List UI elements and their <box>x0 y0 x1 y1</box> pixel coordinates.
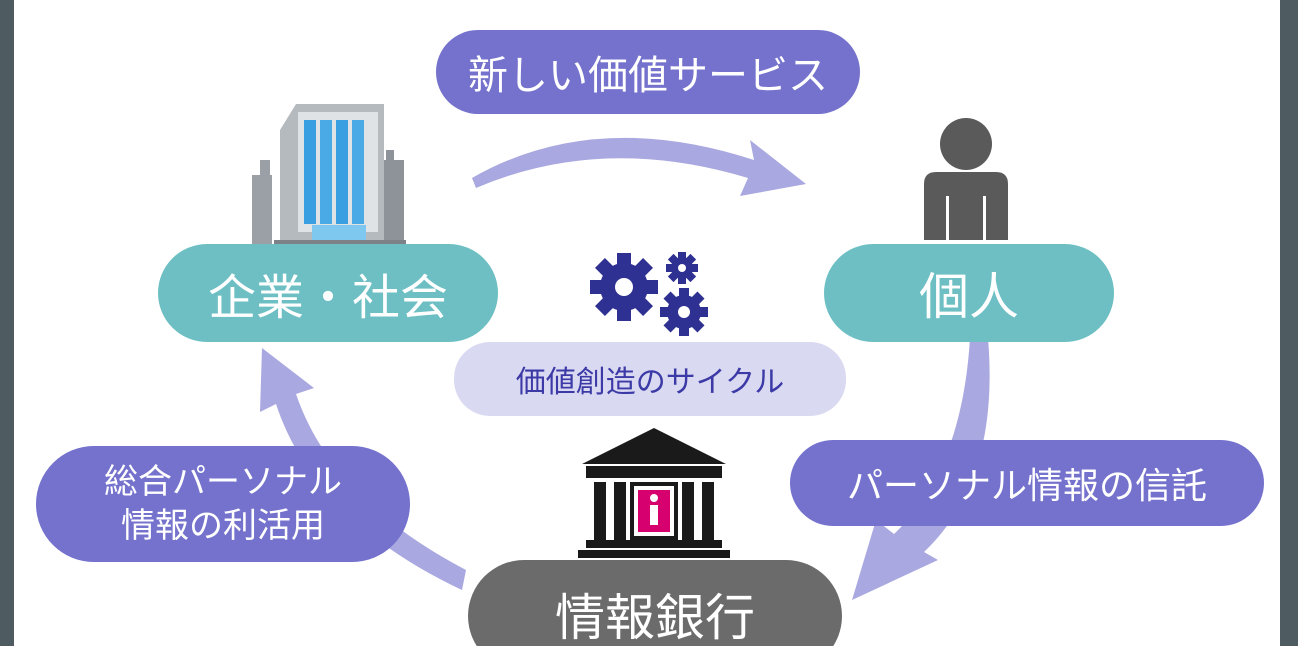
personal-info-utilization-label: 総合パーソナル 情報の利活用 <box>36 446 410 562</box>
utilization-line1: 総合パーソナル <box>104 462 342 502</box>
new-value-service-label: 新しい価値サービス <box>436 30 860 114</box>
individual-node: 個人 <box>824 244 1114 342</box>
company-society-node: 企業・社会 <box>158 244 498 342</box>
personal-info-trust-text: パーソナル情報の信託 <box>846 466 1207 507</box>
arrow-company-to-individual <box>472 137 806 196</box>
gears-icon <box>590 252 708 336</box>
info-bank-node: 情報銀行 <box>468 560 842 646</box>
new-value-service-text: 新しい価値サービス <box>468 53 828 99</box>
bank-info-icon <box>578 428 730 558</box>
individual-text: 個人 <box>919 268 1019 326</box>
company-society-text: 企業・社会 <box>207 270 448 326</box>
cycle-arrows <box>260 137 990 600</box>
info-bank-text: 情報銀行 <box>555 589 755 646</box>
person-icon <box>924 118 1008 240</box>
office-building-icon <box>252 104 406 246</box>
utilization-line2: 情報の利活用 <box>121 506 325 546</box>
value-creation-cycle-label: 価値創造のサイクル <box>454 342 846 416</box>
value-creation-cycle-text: 価値創造のサイクル <box>515 365 785 400</box>
value-cycle-diagram: 新しい価値サービス パーソナル情報の信託 総合パーソナル 情報の利活用 企業・社… <box>14 0 1280 646</box>
personal-info-trust-label: パーソナル情報の信託 <box>790 440 1264 526</box>
arrow-bank-to-company <box>260 348 466 590</box>
arrow-individual-to-bank <box>852 338 990 600</box>
